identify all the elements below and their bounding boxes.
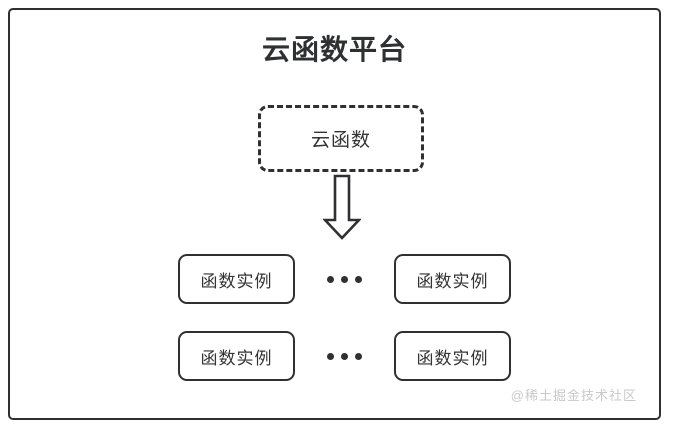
ellipsis-dot [341, 352, 348, 360]
watermark: @稀土掘金技术社区 [510, 388, 637, 403]
ellipsis-dot [327, 352, 334, 360]
ellipsis-dot [355, 275, 362, 283]
function-instance-node[interactable]: 函数实例 [394, 331, 511, 381]
function-instance-node[interactable]: 函数实例 [178, 331, 295, 381]
function-instance-label: 函数实例 [416, 348, 489, 368]
page-title: 云函数平台 [261, 34, 407, 65]
ellipsis-dot [341, 275, 348, 283]
ellipsis-dot [327, 275, 334, 283]
function-instance-label: 函数实例 [416, 271, 489, 291]
cloud-function-node[interactable]: 云函数 [258, 105, 424, 172]
instance-row: 函数实例 函数实例 [178, 254, 511, 304]
function-instance-node[interactable]: 函数实例 [178, 254, 295, 304]
function-instance-label: 函数实例 [200, 348, 273, 368]
cloud-function-label: 云函数 [310, 130, 371, 151]
cloud-function-platform-frame: 云函数平台 云函数 函数实例 函数实例 函数实例 函数实例 [8, 8, 661, 420]
ellipsis-icon [327, 275, 362, 283]
function-instance-node[interactable]: 函数实例 [394, 254, 511, 304]
instance-row: 函数实例 函数实例 [178, 331, 511, 381]
ellipsis-icon [327, 352, 362, 360]
function-instance-label: 函数实例 [200, 271, 273, 291]
down-block-arrow-icon [321, 174, 363, 240]
ellipsis-dot [355, 352, 362, 360]
